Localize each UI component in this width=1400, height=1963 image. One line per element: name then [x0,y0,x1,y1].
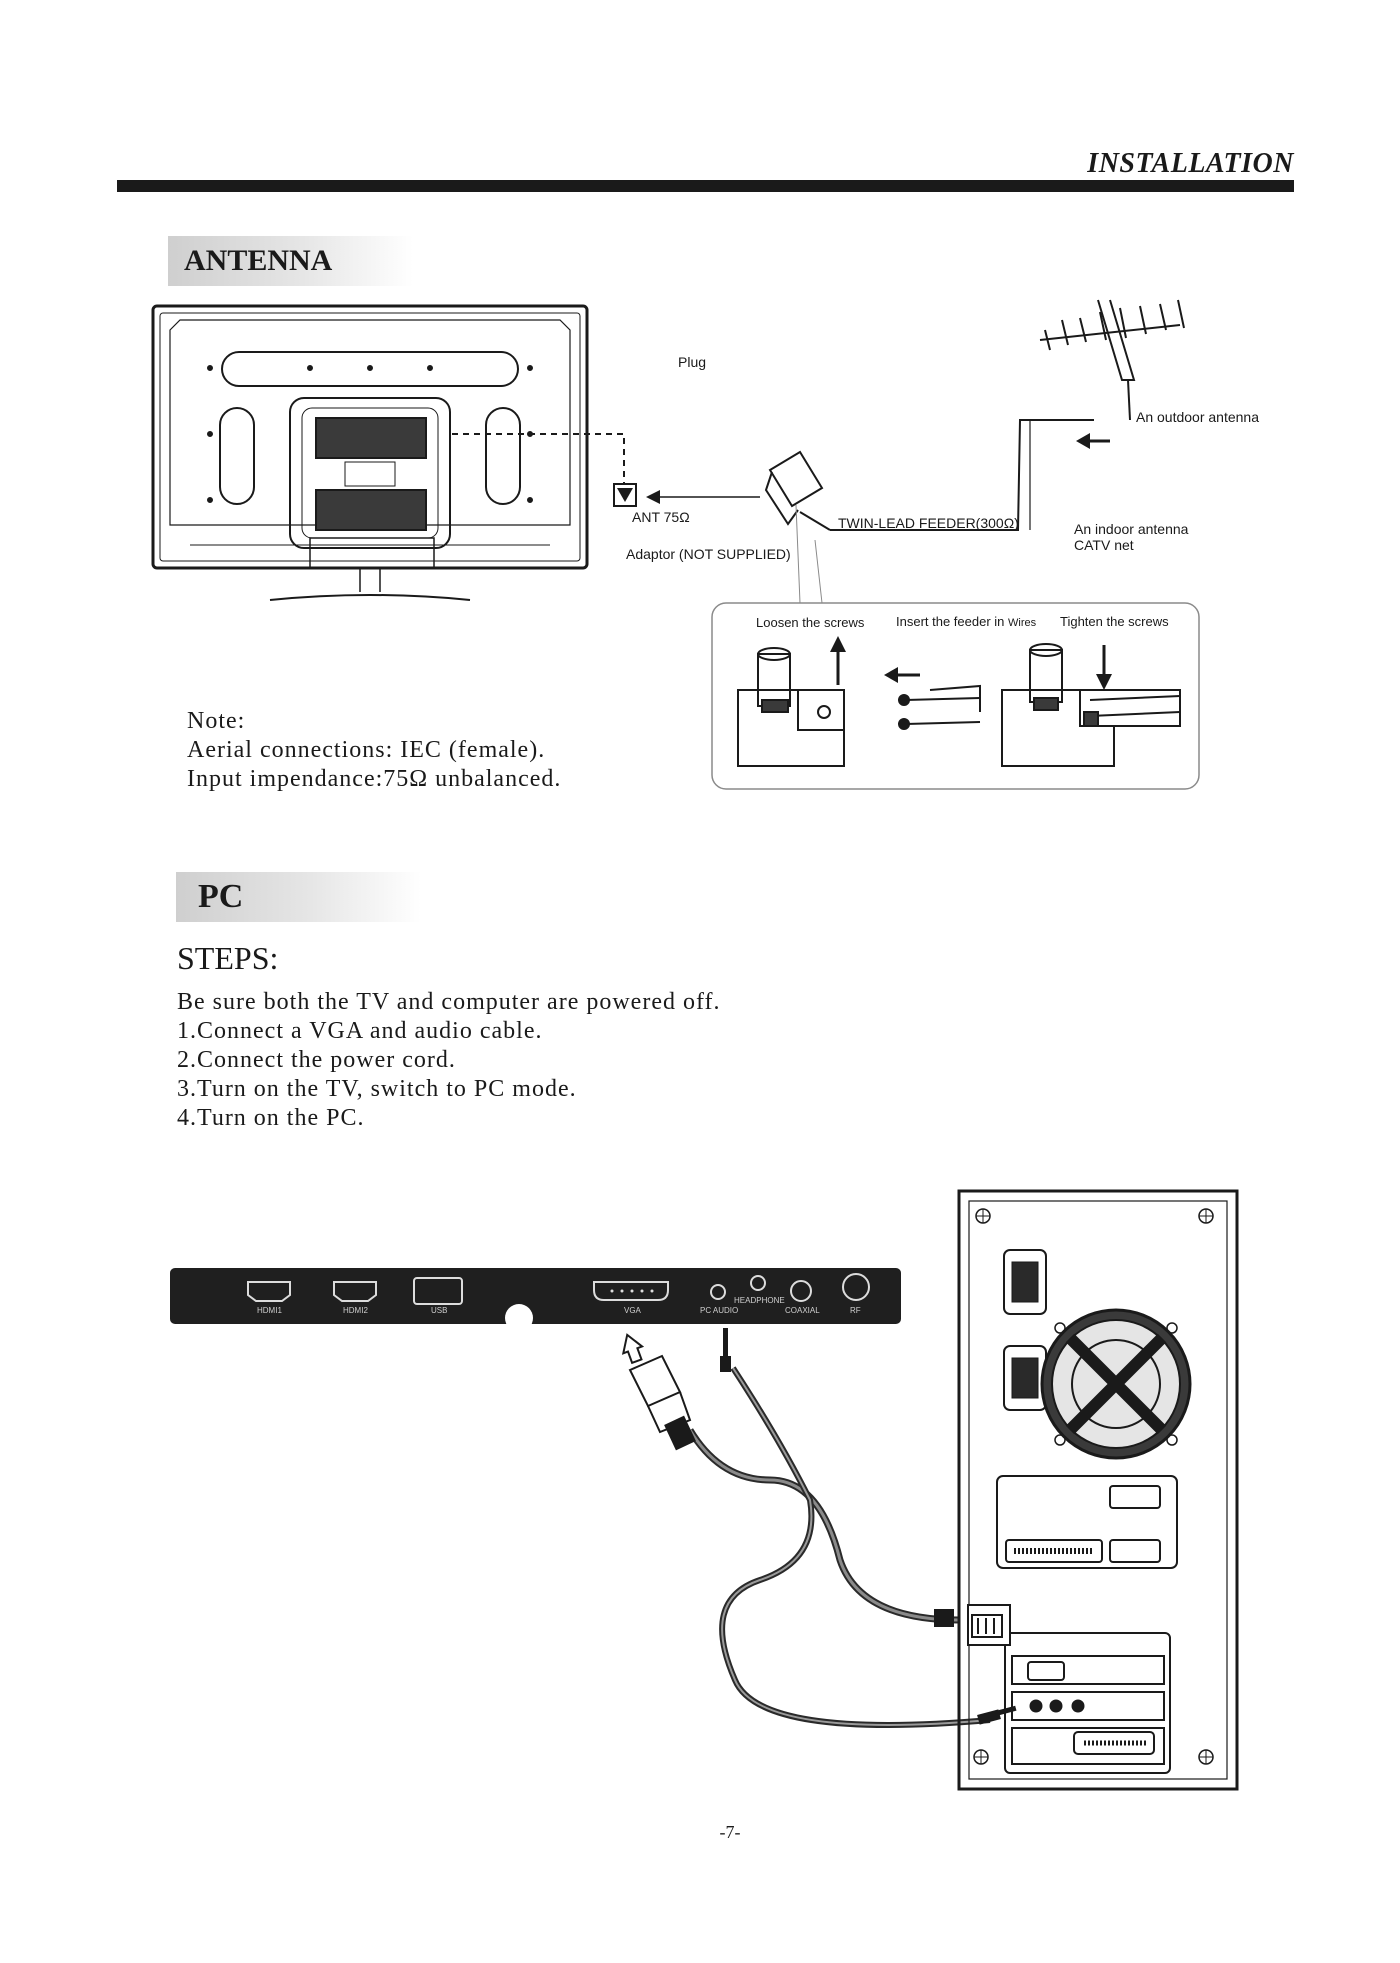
vga-arrow-icon [621,1333,645,1365]
twin-lead-feeder [830,419,1094,531]
page-number: -7- [719,1822,741,1842]
antenna-steps-box [711,602,1200,790]
steps-title: STEPS: [177,940,279,976]
coaxial-port-icon [790,1280,812,1302]
audio-cable [719,1366,991,1728]
vga-label: VGA [624,1306,641,1315]
ant75-label: ANT 75Ω [632,509,690,525]
headphone-label: HEADPHONE [734,1296,785,1305]
catv-net-label: CATV net [1074,537,1134,553]
tighten-screws-illustration [1001,643,1181,767]
pc-step-3: 3.Turn on the TV, switch to PC mode. [177,1076,577,1102]
tv-rear-illustration [151,304,589,601]
audio-jack-icon [720,1328,731,1372]
vga-cable [686,1428,961,1624]
panel-notch [505,1304,533,1332]
dashed-connection-line [452,433,625,484]
wires-text: Wires [1008,617,1037,629]
plug-label: Plug [678,354,707,370]
power-socket-1 [1003,1249,1047,1315]
tighten-screws-label: Tighten the screws [1060,614,1169,629]
usb-port-icon [413,1277,463,1305]
pc-audio-port-icon [710,1284,726,1300]
vga-plug-icon [628,1354,696,1451]
antenna-section-title: ANTENNA [168,236,413,286]
insert-feeder-label: Insert the feeder in Wires [896,614,1036,629]
note-title: Note: [187,708,246,734]
page-header-title: INSTALLATION [1087,148,1294,179]
feeder-wires-illustration [898,684,981,730]
header-rule [117,180,1294,192]
headphone-port-icon [750,1275,766,1291]
usb-label: USB [431,1306,448,1315]
pc-audio-label: PC AUDIO [700,1306,739,1315]
rf-label: RF [850,1306,861,1315]
vga-port-icon [593,1281,669,1301]
hdmi2-port-icon [333,1281,377,1302]
hdmi1-port-icon [247,1281,291,1302]
loosen-screws-illustration [737,647,845,767]
antenna-note: Note: Aerial connections: IEC (female). … [187,707,561,794]
hdmi1-label: HDMI1 [257,1306,282,1315]
indoor-antenna-label: An indoor antenna [1074,521,1189,537]
coaxial-label: COAXIAL [785,1306,820,1315]
loosen-screws-label: Loosen the screws [756,615,865,630]
hdmi2-label: HDMI2 [343,1306,368,1315]
pc-steps-list: Be sure both the TV and computer are pow… [177,988,721,1133]
pc-vga-plug-icon [934,1604,1011,1646]
ant-port-icon [613,483,637,507]
adaptor-plug-illustration [764,450,831,531]
pc-step-1: 1.Connect a VGA and audio cable. [177,1018,543,1044]
pc-section-title: PC [176,872,421,922]
pc-step-intro: Be sure both the TV and computer are pow… [177,989,721,1015]
note-line-1: Aerial connections: IEC (female). [187,737,546,763]
outdoor-antenna-icon [1039,299,1185,421]
twin-lead-feeder-label: TWIN-LEAD FEEDER(300Ω) [838,515,1019,531]
pc-step-2: 2.Connect the power cord. [177,1047,456,1073]
rf-port-icon [842,1273,870,1301]
note-line-2: Input impendance:75Ω unbalanced. [187,766,562,792]
outdoor-antenna-label: An outdoor antenna [1136,409,1259,425]
pc-step-4: 4.Turn on the PC. [177,1105,365,1131]
pc-audio-plug-icon [977,1705,1017,1725]
insert-feeder-text: Insert the feeder in [896,614,1005,629]
pc-tower-illustration [957,1189,1239,1791]
adaptor-label: Adaptor (NOT SUPPLIED) [626,546,791,562]
